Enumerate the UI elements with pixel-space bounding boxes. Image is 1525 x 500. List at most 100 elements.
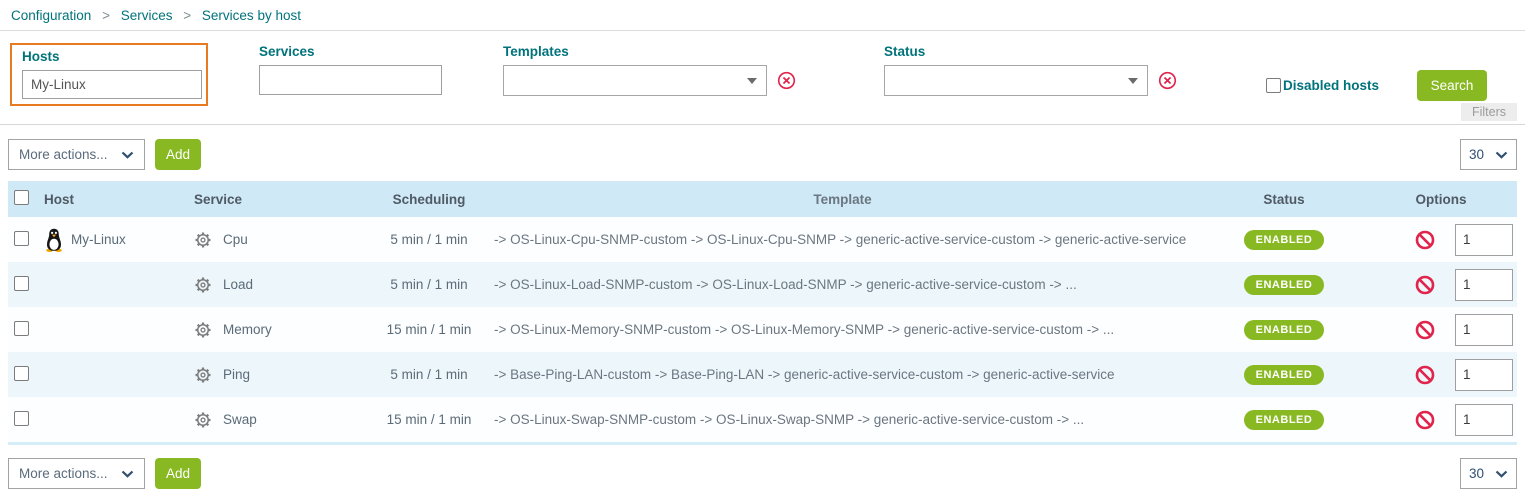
- disabled-hosts-label: Disabled hosts: [1283, 78, 1380, 93]
- options-order-input[interactable]: [1455, 358, 1513, 391]
- scheduling-value: 5 min / 1 min: [390, 232, 468, 247]
- linux-penguin-icon: [44, 228, 64, 252]
- chevron-down-icon: [121, 151, 134, 159]
- status-badge: ENABLED: [1243, 229, 1325, 250]
- add-button-bottom[interactable]: Add: [155, 458, 201, 489]
- prohibition-icon[interactable]: [1415, 275, 1435, 295]
- header-host: Host: [44, 191, 74, 207]
- header-options: Options: [1415, 191, 1467, 207]
- prohibition-icon[interactable]: [1415, 410, 1435, 430]
- disabled-hosts-toggle[interactable]: Disabled hosts: [1266, 78, 1379, 93]
- gear-icon[interactable]: [194, 366, 212, 384]
- gear-icon[interactable]: [194, 276, 212, 294]
- templates-select[interactable]: [503, 65, 767, 96]
- row-checkbox[interactable]: [14, 320, 29, 336]
- scheduling-value: 5 min / 1 min: [390, 277, 468, 292]
- service-name[interactable]: Cpu: [223, 232, 248, 247]
- page-size-value: 30: [1469, 466, 1485, 481]
- status-badge: ENABLED: [1243, 409, 1325, 430]
- hosts-filter-group: Hosts: [10, 43, 208, 106]
- template-chain: -> OS-Linux-Memory-SNMP-custom -> OS-Lin…: [494, 322, 1115, 337]
- filter-panel: Hosts Services Templates Status: [0, 31, 1525, 125]
- host-name[interactable]: My-Linux: [71, 232, 126, 247]
- breadcrumb-separator: >: [102, 8, 110, 23]
- search-button[interactable]: Search: [1417, 70, 1487, 101]
- breadcrumb-link-services[interactable]: Services: [120, 8, 173, 23]
- prohibition-icon[interactable]: [1415, 230, 1435, 250]
- header-template: Template: [813, 191, 872, 207]
- templates-filter-group: Templates: [503, 44, 796, 96]
- options-order-input[interactable]: [1455, 313, 1513, 346]
- services-label: Services: [259, 44, 315, 59]
- status-select[interactable]: [884, 65, 1148, 96]
- bottom-toolbar: More actions... Add 30: [0, 445, 1525, 500]
- chevron-down-icon: [1495, 151, 1508, 159]
- template-chain: -> Base-Ping-LAN-custom -> Base-Ping-LAN…: [494, 367, 1115, 382]
- service-name[interactable]: Swap: [223, 412, 257, 427]
- header-service: Service: [194, 191, 243, 207]
- gear-icon[interactable]: [194, 321, 212, 339]
- disabled-hosts-checkbox[interactable]: [1266, 78, 1281, 93]
- options-order-input[interactable]: [1455, 223, 1513, 256]
- breadcrumb-link-configuration[interactable]: Configuration: [11, 8, 92, 23]
- options-order-input[interactable]: [1455, 268, 1513, 301]
- top-toolbar: More actions... Add 30: [0, 125, 1525, 181]
- add-button-top[interactable]: Add: [155, 139, 201, 170]
- chevron-down-icon: [121, 470, 134, 478]
- service-name[interactable]: Ping: [223, 367, 251, 382]
- status-filter-group: Status: [884, 44, 1177, 96]
- table-row: Memory 15 min / 1 min -> OS-Linux-Memory…: [8, 307, 1517, 352]
- header-scheduling: Scheduling: [392, 191, 466, 207]
- hosts-input[interactable]: [22, 70, 202, 99]
- prohibition-icon[interactable]: [1415, 365, 1435, 385]
- service-name[interactable]: Load: [223, 277, 254, 292]
- prohibition-icon[interactable]: [1415, 320, 1435, 340]
- row-checkbox[interactable]: [14, 365, 29, 381]
- scheduling-value: 5 min / 1 min: [390, 367, 468, 382]
- status-label: Status: [884, 44, 926, 59]
- page-size-value: 30: [1469, 147, 1485, 162]
- more-actions-select-bottom[interactable]: More actions...: [8, 458, 145, 489]
- status-badge: ENABLED: [1243, 274, 1325, 295]
- table-row: My-Linux Cpu 5 min / 1 min -> OS-Linux-C…: [8, 217, 1517, 262]
- table-row: Swap 15 min / 1 min -> OS-Linux-Swap-SNM…: [8, 397, 1517, 442]
- templates-clear-circled-x-icon[interactable]: [777, 71, 796, 90]
- select-all-checkbox[interactable]: [14, 190, 29, 205]
- gear-icon[interactable]: [194, 231, 212, 249]
- row-checkbox[interactable]: [14, 230, 29, 246]
- gear-icon[interactable]: [194, 411, 212, 429]
- chevron-down-icon: [747, 77, 757, 84]
- more-actions-label: More actions...: [19, 147, 108, 162]
- services-input[interactable]: [259, 65, 442, 95]
- services-table: Host Service Scheduling Template Status …: [8, 181, 1517, 445]
- status-badge: ENABLED: [1243, 319, 1325, 340]
- options-order-input[interactable]: [1455, 403, 1513, 436]
- row-checkbox[interactable]: [14, 275, 29, 291]
- more-actions-select-top[interactable]: More actions...: [8, 139, 145, 170]
- row-checkbox[interactable]: [14, 410, 29, 426]
- template-chain: -> OS-Linux-Swap-SNMP-custom -> OS-Linux…: [494, 412, 1085, 427]
- status-badge: ENABLED: [1243, 364, 1325, 385]
- template-chain: -> OS-Linux-Cpu-SNMP-custom -> OS-Linux-…: [494, 232, 1187, 247]
- breadcrumb-link-services-by-host[interactable]: Services by host: [201, 8, 301, 23]
- services-filter-group: Services: [259, 44, 442, 95]
- breadcrumb-separator: >: [183, 8, 192, 23]
- scheduling-value: 15 min / 1 min: [386, 412, 472, 427]
- table-header-row: Host Service Scheduling Template Status …: [8, 181, 1517, 217]
- more-actions-label: More actions...: [19, 466, 108, 481]
- page-size-select-top[interactable]: 30: [1460, 139, 1517, 170]
- scheduling-value: 15 min / 1 min: [386, 322, 472, 337]
- service-name[interactable]: Memory: [223, 322, 272, 337]
- status-clear-circled-x-icon[interactable]: [1158, 71, 1177, 90]
- header-status: Status: [1263, 191, 1305, 207]
- table-row: Load 5 min / 1 min -> OS-Linux-Load-SNMP…: [8, 262, 1517, 307]
- template-chain: -> OS-Linux-Load-SNMP-custom -> OS-Linux…: [494, 277, 1077, 292]
- templates-label: Templates: [503, 44, 569, 59]
- table-row: Ping 5 min / 1 min -> Base-Ping-LAN-cust…: [8, 352, 1517, 397]
- breadcrumb: Configuration > Services > Services by h…: [0, 0, 1525, 31]
- page-size-select-bottom[interactable]: 30: [1460, 458, 1517, 489]
- hosts-label: Hosts: [22, 49, 60, 64]
- filters-panel-caption: Filters: [1460, 103, 1517, 121]
- chevron-down-icon: [1495, 470, 1508, 478]
- chevron-down-icon: [1128, 77, 1138, 84]
